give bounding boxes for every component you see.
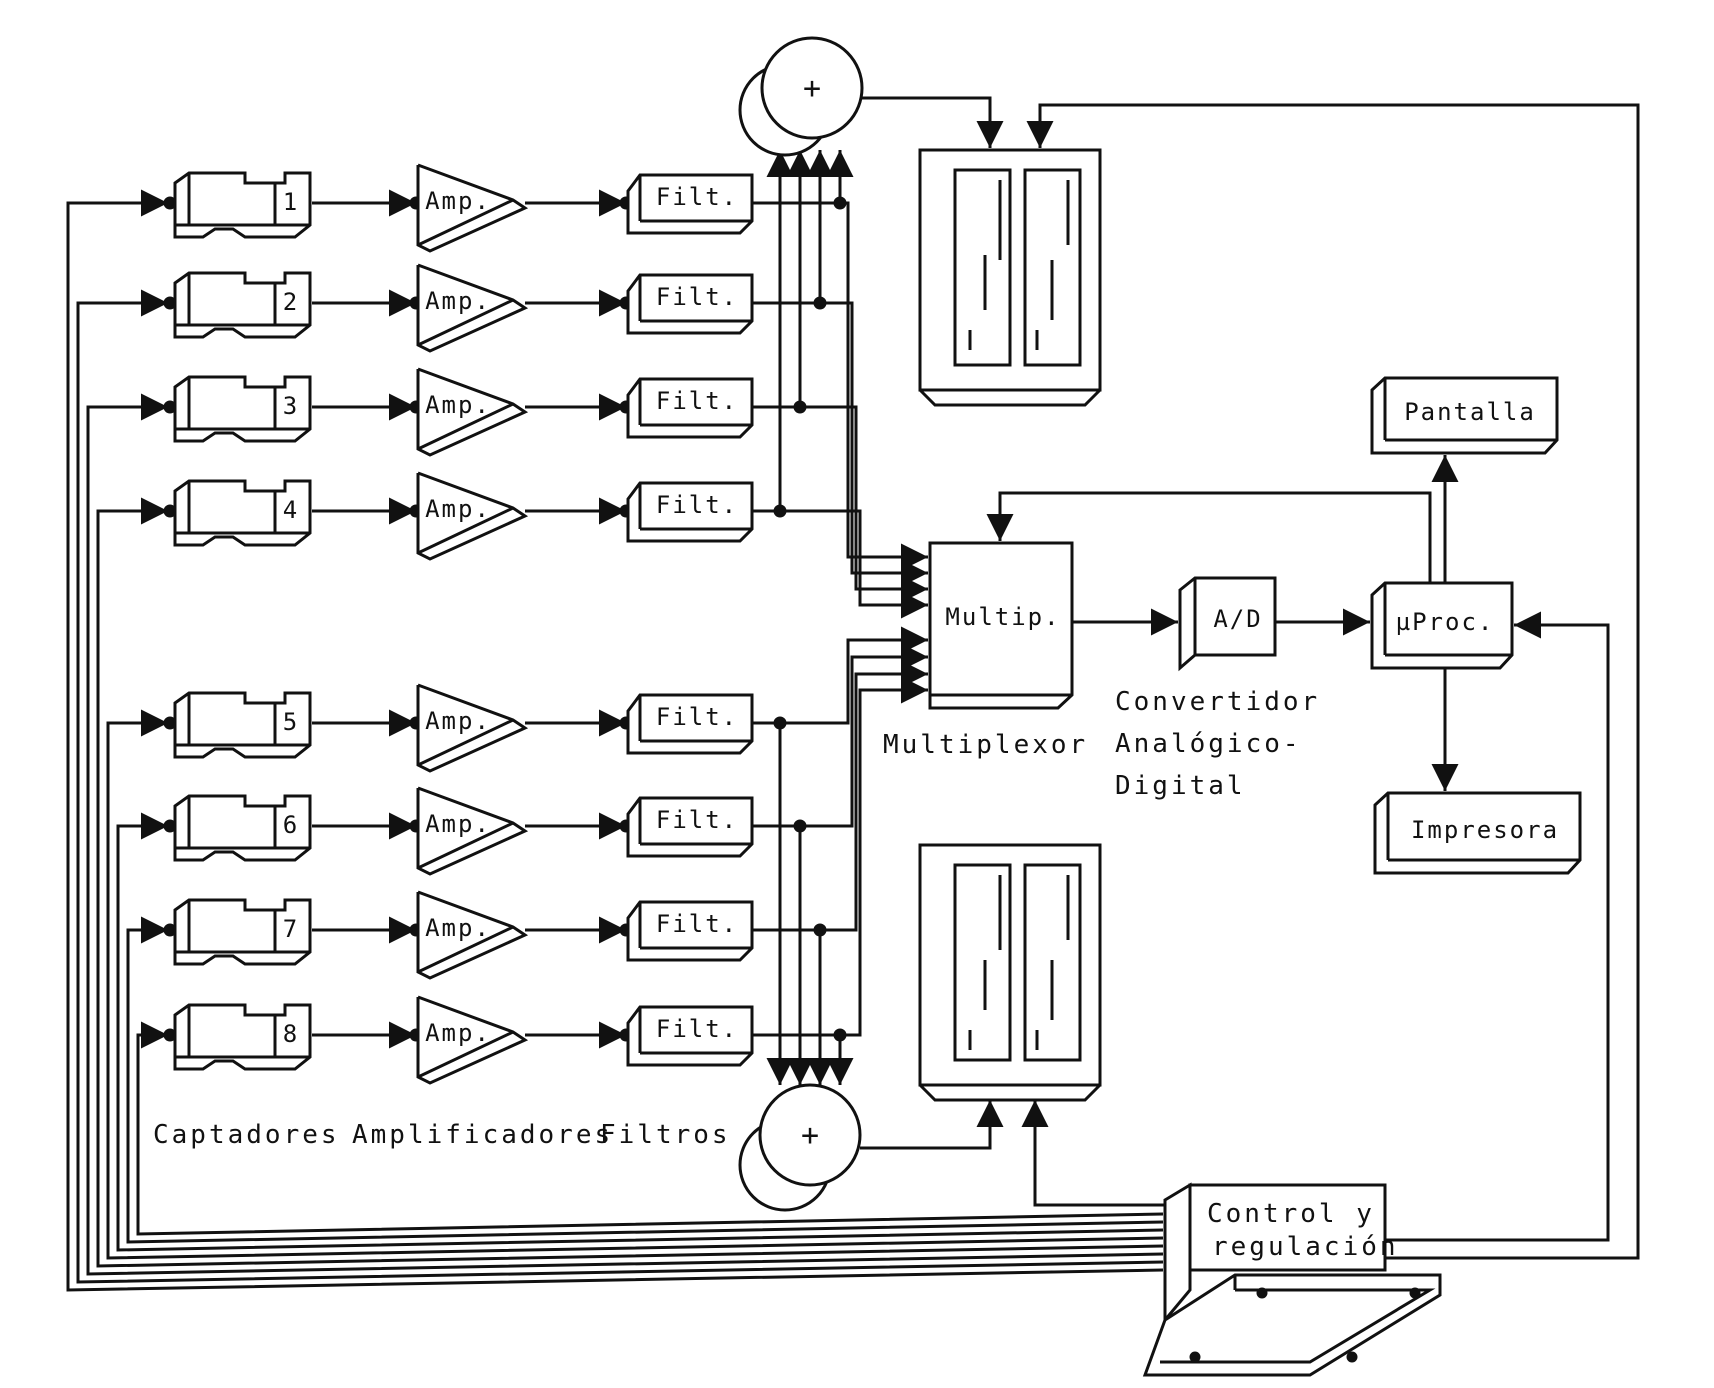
sensor-1: 1 xyxy=(173,171,312,239)
wire-control-to-sensor-2 xyxy=(76,289,1164,1284)
amplifier-label: Amp. xyxy=(425,914,491,942)
filter-1: Filt. xyxy=(626,173,754,235)
caption-converter-line3: Digital xyxy=(1115,771,1246,801)
sensor-number: 2 xyxy=(283,288,297,316)
sensor-5: 5 xyxy=(173,691,312,759)
wire-adder-bottom-to-recorder xyxy=(860,1100,1004,1150)
amplifier-label: Amp. xyxy=(425,391,491,419)
adder-bottom: + xyxy=(738,1083,862,1212)
wire-to-multiplexer-2 xyxy=(820,301,928,587)
filter-label: Filt. xyxy=(656,283,738,311)
amplifier-4: Amp. xyxy=(416,471,529,561)
caption-amplifiers: Amplificadores xyxy=(352,1120,613,1150)
amplifier-label: Amp. xyxy=(425,287,491,315)
filter-label: Filt. xyxy=(656,910,738,938)
printer-block: Impresora xyxy=(1373,791,1582,875)
amplifier-7: Amp. xyxy=(416,890,529,980)
wire-to-multiplexer-7 xyxy=(820,660,928,932)
filter-7: Filt. xyxy=(626,900,754,962)
wire-uproc-to-mux xyxy=(986,491,1432,583)
wire-control-to-recorder-bottom xyxy=(1021,1100,1165,1207)
recorder-top xyxy=(918,148,1102,407)
sensor-number: 4 xyxy=(283,496,297,524)
recorder-bottom xyxy=(918,843,1102,1102)
filter-label: Filt. xyxy=(656,491,738,519)
sensor-number: 5 xyxy=(283,708,297,736)
microprocessor-block: µProc. xyxy=(1370,581,1514,670)
amplifier-label: Amp. xyxy=(425,810,491,838)
ad-converter-block: A/D xyxy=(1178,576,1277,672)
wire-to-multiplexer-4 xyxy=(780,509,928,619)
sensor-number: 8 xyxy=(283,1020,297,1048)
wire-control-to-sensor-6 xyxy=(116,812,1164,1252)
wire-control-to-sensor-5 xyxy=(106,709,1164,1260)
amplifier-label: Amp. xyxy=(425,1019,491,1047)
screen-label: Pantalla xyxy=(1404,398,1536,426)
printer-label: Impresora xyxy=(1411,816,1559,844)
filter-label: Filt. xyxy=(656,806,738,834)
filter-4: Filt. xyxy=(626,481,754,543)
multiplexer-block: Multip. xyxy=(928,541,1074,710)
ad-label: A/D xyxy=(1213,605,1262,633)
control-label-line2: regulación xyxy=(1212,1232,1399,1262)
adder-top: + xyxy=(738,36,864,157)
filter-label: Filt. xyxy=(656,1015,738,1043)
amplifier-6: Amp. xyxy=(416,786,529,876)
filter-label: Filt. xyxy=(656,183,738,211)
amplifier-label: Amp. xyxy=(425,495,491,523)
caption-converter-line1: Convertidor xyxy=(1115,687,1320,717)
sensor-number: 1 xyxy=(283,188,297,216)
filter-label: Filt. xyxy=(656,703,738,731)
caption-sensors: Captadores xyxy=(153,1120,340,1150)
sensor-number: 3 xyxy=(283,392,297,420)
amplifier-label: Amp. xyxy=(425,187,491,215)
filter-2: Filt. xyxy=(626,273,754,335)
sensor-7: 7 xyxy=(173,898,312,966)
wire-to-multiplexer-1 xyxy=(840,201,928,571)
wire-control-to-recorder-top xyxy=(1026,103,1640,1260)
sensor-2: 2 xyxy=(173,271,312,339)
wire-control-to-sensor-4 xyxy=(96,497,1164,1268)
wire-control-to-sensor-7 xyxy=(126,916,1164,1244)
wire-control-to-uproc xyxy=(1385,611,1610,1242)
wire-control-to-sensor-3 xyxy=(86,393,1164,1276)
amplifier-3: Amp. xyxy=(416,367,529,457)
sensor-6: 6 xyxy=(173,794,312,862)
amplifier-8: Amp. xyxy=(416,995,529,1085)
caption-converter-line2: Analógico- xyxy=(1115,729,1302,759)
adder-bottom-symbol: + xyxy=(801,1118,819,1153)
filter-5: Filt. xyxy=(626,693,754,755)
amplifier-2: Amp. xyxy=(416,263,529,353)
sensor-number: 7 xyxy=(283,915,297,943)
wire-control-to-sensor-1 xyxy=(66,189,1164,1292)
wire-to-multiplexer-6 xyxy=(800,643,928,828)
sensor-4: 4 xyxy=(173,479,312,547)
screen-block: Pantalla xyxy=(1370,376,1559,455)
filter-label: Filt. xyxy=(656,387,738,415)
control-block xyxy=(1142,1182,1442,1377)
caption-multiplexer: Multiplexor xyxy=(883,730,1088,760)
filter-3: Filt. xyxy=(626,377,754,439)
amplifier-label: Amp. xyxy=(425,707,491,735)
amplifier-1: Amp. xyxy=(416,163,529,253)
wire-to-multiplexer-3 xyxy=(800,405,928,603)
wiring xyxy=(66,96,1640,1292)
multiplexer-label: Multip. xyxy=(945,603,1060,631)
wire-adder-top-to-recorder xyxy=(862,96,1004,148)
sensor-number: 6 xyxy=(283,811,297,839)
sensor-8: 8 xyxy=(173,1003,312,1071)
control-label-line1: Control y xyxy=(1207,1199,1375,1229)
adder-top-symbol: + xyxy=(803,71,821,106)
wire-to-multiplexer-8 xyxy=(840,676,928,1037)
filter-6: Filt. xyxy=(626,796,754,858)
microprocessor-label: µProc. xyxy=(1396,608,1495,636)
wire-control-to-sensor-8 xyxy=(136,1021,1164,1236)
wire-to-multiplexer-5 xyxy=(780,626,928,725)
filter-8: Filt. xyxy=(626,1005,754,1067)
caption-filters: Filtros xyxy=(600,1120,731,1150)
sensor-3: 3 xyxy=(173,375,312,443)
amplifier-5: Amp. xyxy=(416,683,529,773)
